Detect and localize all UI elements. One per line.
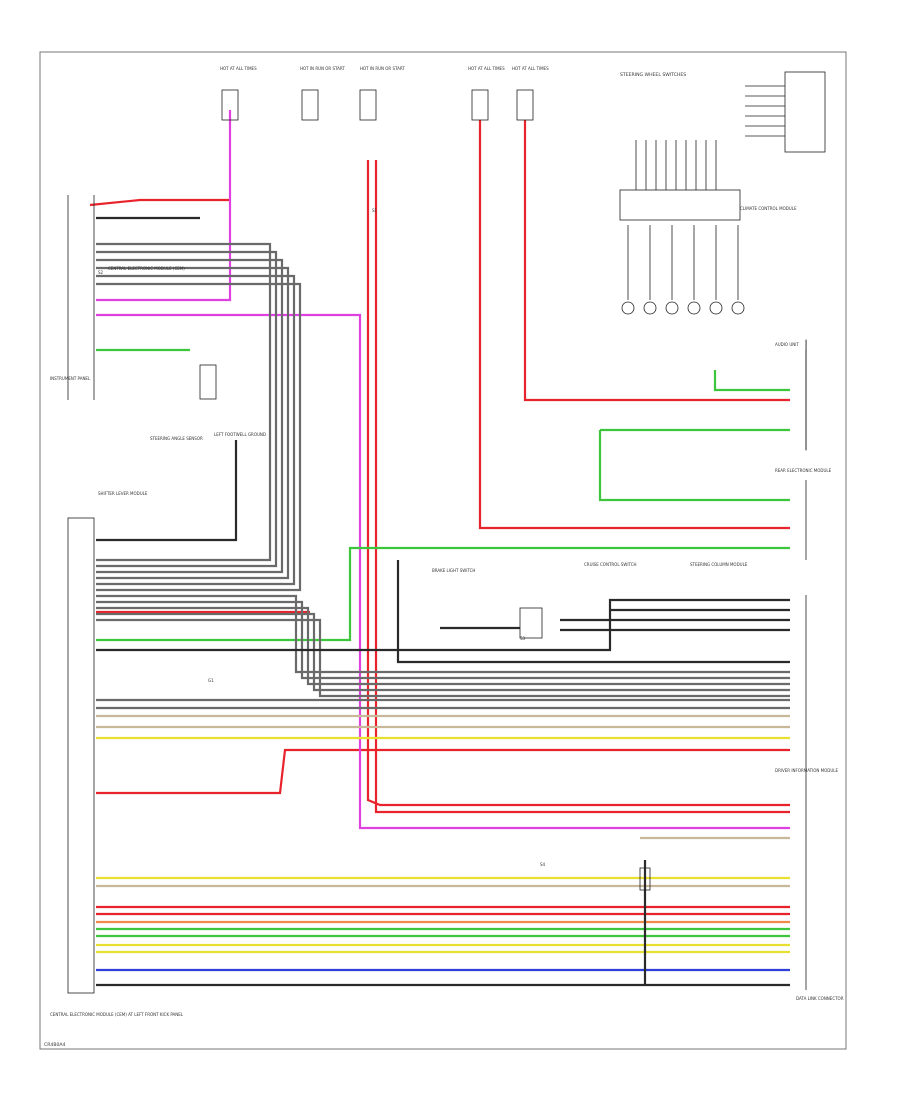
wire-gray-bundle-5 [96,274,296,586]
fuse-4 [471,89,489,121]
fuse-1 [221,89,239,121]
right-lower-label: DRIVER INFORMATION MODULE [775,768,839,773]
combination-switch-box [784,71,826,153]
wire-green-middle [96,546,790,642]
wire-gray-long-5 [96,618,790,698]
splice-s1: S1 [372,208,378,213]
shifter-label: SHIFTER LEVER MODULE [98,491,148,496]
wires-layer [89,110,790,987]
climate-sensor-5 [709,301,723,315]
left-bottom-block-label: CENTRAL ELECTRONIC MODULE (CEM) AT LEFT … [50,1012,184,1017]
wire-gray-long-1 [96,594,790,674]
wire-gray-bundle-3 [96,258,284,574]
wire-red-long-2 [374,160,790,814]
dlc-label: DATA LINK CONNECTOR [796,996,844,1001]
combination-switch-label: STEERING WHEEL SWITCHES [620,72,686,78]
fuse-label-5: HOT AT ALL TIMES [512,66,549,71]
right-upper-label: AUDIO UNIT [775,342,799,347]
wire-green-right-loop [598,430,790,502]
climate-sensor-4 [687,301,701,315]
diagram-frame [39,51,847,1050]
wire-gray-bundle-4 [96,266,290,580]
fuse-label-2: HOT IN RUN OR START [300,66,345,71]
fuse-label-3: HOT IN RUN OR START [360,66,405,71]
page-code: CR4B0A4 [44,1042,66,1048]
wire-gray-long-2 [96,600,790,680]
climate-sensor-6 [731,301,745,315]
wire-black-footwell [96,440,238,542]
fuse-label-1: HOT AT ALL TIMES [220,66,257,71]
fuse-3 [359,89,377,121]
wire-green-right-upper [713,370,790,392]
wire-black-cruise [96,598,790,652]
left-footwell-label: LEFT FOOTWELL GROUND [214,432,266,437]
wire-red-top [89,198,230,207]
fuse-label-4: HOT AT ALL TIMES [468,66,505,71]
left-block-label: INSTRUMENT PANEL [50,376,91,381]
wire-red-right [523,120,790,402]
cruise-switch-label: CRUISE CONTROL SWITCH [584,562,637,567]
wire-black-mid [396,560,790,664]
left-bottom-block [67,517,95,994]
steering-column-label: STEERING COLUMN MODULE [690,562,748,567]
steering-angle-label: STEERING ANGLE SENSOR [150,436,203,441]
wire-red-long-1 [366,160,790,807]
wire-pink-long [96,313,790,830]
wire-red-left-2 [96,748,790,795]
data-link-splice-box [639,867,651,891]
cem-label: CENTRAL ELECTRONIC MODULE (CEM) [108,266,185,271]
brake-switch-label: BRAKE LIGHT SWITCH [432,568,475,573]
wire-gray-bundle-6 [96,282,302,592]
brake-switch-box [519,607,543,639]
wire-gray-bundle-1 [96,242,272,562]
fuse-5 [516,89,534,121]
wire-gray-long-4 [96,612,790,692]
fuse-2 [301,89,319,121]
climate-panel-label: CLIMATE CONTROL MODULE [740,206,797,211]
climate-panel-box [619,189,741,221]
climate-sensor-3 [665,301,679,315]
climate-sensor-2 [643,301,657,315]
wire-pink-left [96,110,232,302]
wire-red-middle [478,120,790,530]
components-layer [67,71,826,994]
splice-s3: S3 [520,636,526,641]
right-middle-label: REAR ELECTRONIC MODULE [775,468,832,473]
wire-gray-long-3 [96,606,790,686]
splice-s4: S4 [540,862,546,867]
left-switch-box [199,364,217,400]
splice-s2: S2 [98,270,104,275]
climate-sensor-1 [621,301,635,315]
wire-gray-bundle-2 [96,250,278,568]
ground-g1: G1 [208,678,214,683]
